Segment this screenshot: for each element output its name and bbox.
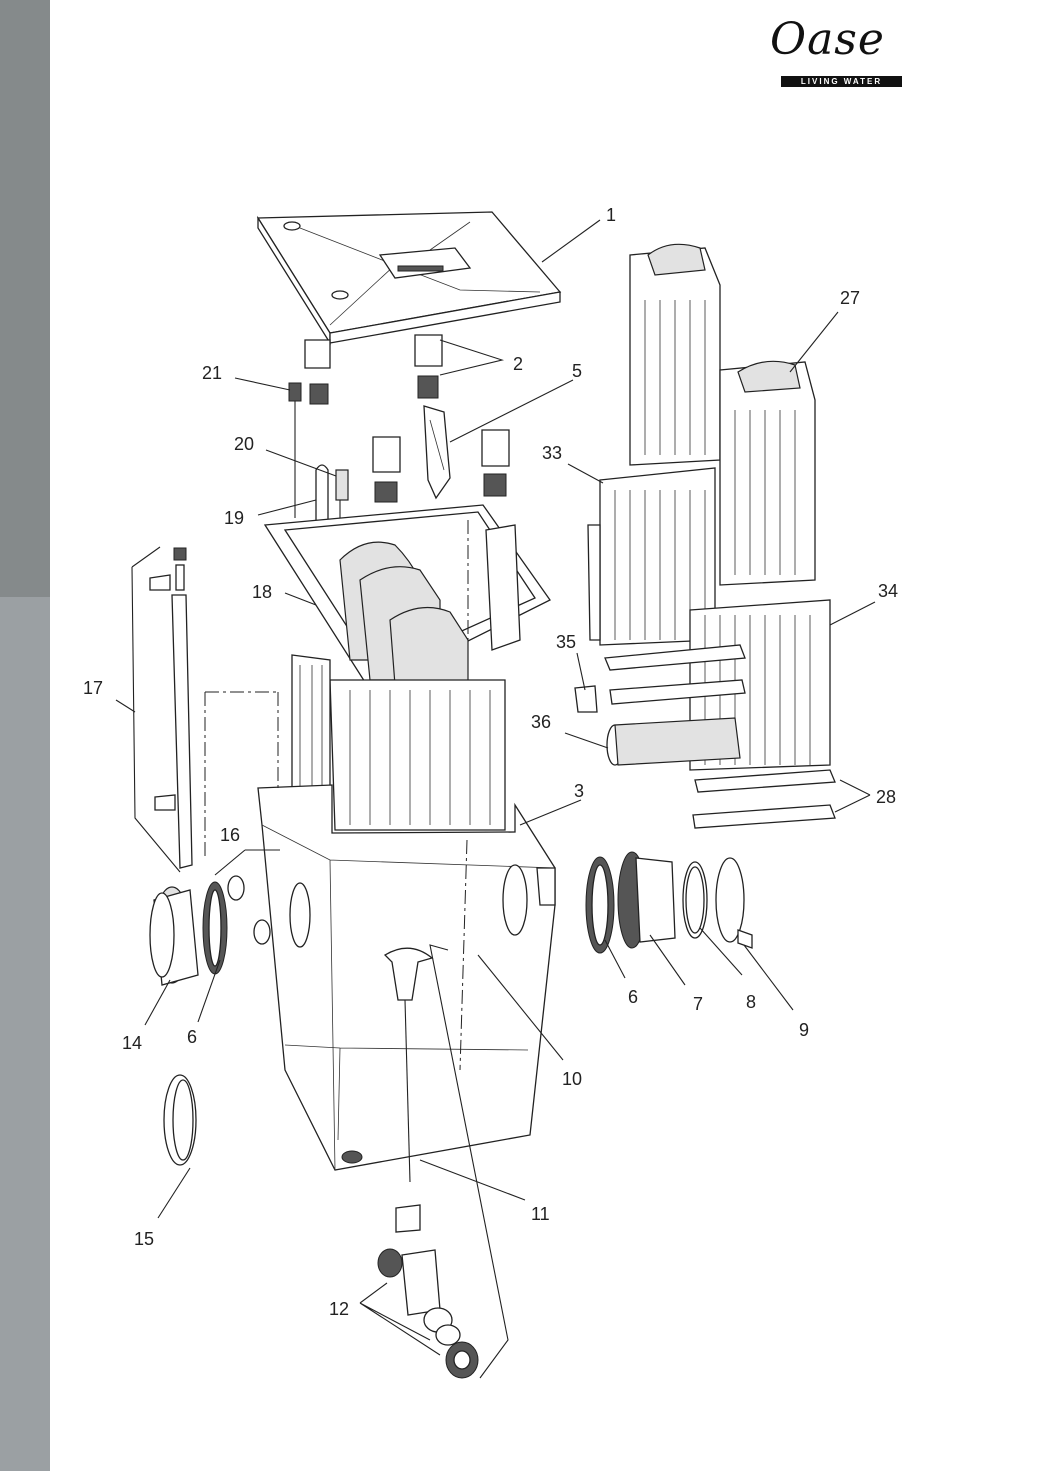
- part-foam-blocks: [587, 467, 831, 771]
- callout-labels: 1 2 3 5 6 6 7 8 9 10 11 12 14 15 16 17 1…: [83, 205, 898, 1319]
- part-drain-rod: [383, 947, 434, 1233]
- part-trays-and-screen: [574, 644, 836, 829]
- callout-5: 5: [572, 361, 582, 381]
- callout-9: 9: [799, 1020, 809, 1040]
- callout-21: 21: [202, 363, 222, 383]
- callout-6-right: 6: [628, 987, 638, 1007]
- part-drain-assembly: [377, 1248, 479, 1379]
- assembly-guides: [204, 520, 469, 1071]
- callout-19: 19: [224, 508, 244, 528]
- callout-8: 8: [746, 992, 756, 1012]
- callout-34: 34: [878, 581, 898, 601]
- part-lid: [256, 211, 562, 346]
- logo-wordmark: Oase: [770, 14, 885, 65]
- callout-1: 1: [606, 205, 616, 225]
- oase-logo: Oase LIVING WATER: [760, 10, 920, 87]
- part-pipe-flanges-left: [149, 875, 271, 1166]
- sidebar-band-top: [0, 0, 50, 597]
- part-pipe: [131, 546, 193, 873]
- callout-27: 27: [840, 288, 860, 308]
- part-filter-block-center: [291, 654, 506, 831]
- part-basket: [263, 504, 551, 691]
- callout-15: 15: [134, 1229, 154, 1249]
- sidebar-band-bottom: [0, 597, 50, 1471]
- callout-14: 14: [122, 1033, 142, 1053]
- callout-3: 3: [574, 781, 584, 801]
- callout-10: 10: [562, 1069, 582, 1089]
- callout-18: 18: [252, 582, 272, 602]
- logo-tagline: LIVING WATER: [781, 76, 902, 87]
- part-5-seal: [423, 405, 451, 500]
- callout-17: 17: [83, 678, 103, 698]
- callout-33: 33: [542, 443, 562, 463]
- part-clips: [304, 334, 510, 503]
- callout-35: 35: [556, 632, 576, 652]
- callout-6-left: 6: [187, 1027, 197, 1047]
- callout-2: 2: [513, 354, 523, 374]
- callout-20: 20: [234, 434, 254, 454]
- part-pipe-flanges-right: [585, 851, 753, 954]
- callout-7: 7: [693, 994, 703, 1014]
- leader-lines: [115, 219, 876, 1379]
- callout-36: 36: [531, 712, 551, 732]
- callout-11: 11: [531, 1204, 550, 1224]
- part-filter-elements: [629, 243, 816, 586]
- callout-12: 12: [329, 1299, 349, 1319]
- callout-16: 16: [220, 825, 240, 845]
- callout-28: 28: [876, 787, 896, 807]
